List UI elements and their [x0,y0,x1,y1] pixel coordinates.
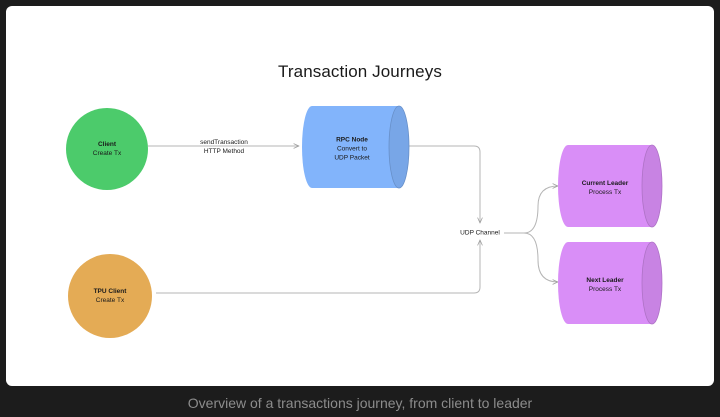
rpc-node-label: RPC Node Convert to UDP Packet [334,136,369,163]
tpu-client-action: Create Tx [95,297,125,304]
next-leader-action: Process Tx [588,286,622,293]
tpu-client-label: TPU Client Create Tx [94,287,127,305]
split-to-current-leader-connector [523,186,558,234]
current-leader-action: Process Tx [588,189,622,196]
rpc-node-action-line2: UDP Packet [334,154,370,162]
rpc-node-name: RPC Node [336,136,368,144]
diagram-graphics [66,105,663,338]
diagram-title: Transaction Journeys [278,62,442,81]
next-leader-name: Next Leader [586,277,624,284]
client-name: Client [97,141,117,148]
client-node [66,108,148,190]
rpc-node [302,105,410,189]
current-leader-node [558,144,663,228]
next-leader-node [558,241,663,325]
tpu-client-name: TPU Client [93,288,127,295]
figure-caption: Overview of a transactions journey, from… [187,395,533,411]
send-transaction-method: sendTransaction [200,139,248,146]
send-transaction-label: sendTransaction HTTP Method [200,138,248,156]
send-transaction-protocol: HTTP Method [203,148,245,155]
client-action: Create Tx [92,150,122,157]
next-leader-label: Next Leader Process Tx [586,276,623,294]
current-leader-name: Current Leader [581,180,629,187]
split-to-next-leader-connector [523,232,558,282]
current-leader-label: Current Leader Process Tx [582,179,629,197]
tpu-to-udp-connector [156,240,480,294]
rpc-to-udp-connector [406,145,480,223]
client-label: Client Create Tx [93,140,121,158]
diagram-canvas: Transaction Journeys [6,6,714,386]
udp-channel-label: UDP Channel [458,228,502,238]
rpc-node-action-line1: Convert to [336,145,367,153]
tpu-client-node [68,254,152,338]
